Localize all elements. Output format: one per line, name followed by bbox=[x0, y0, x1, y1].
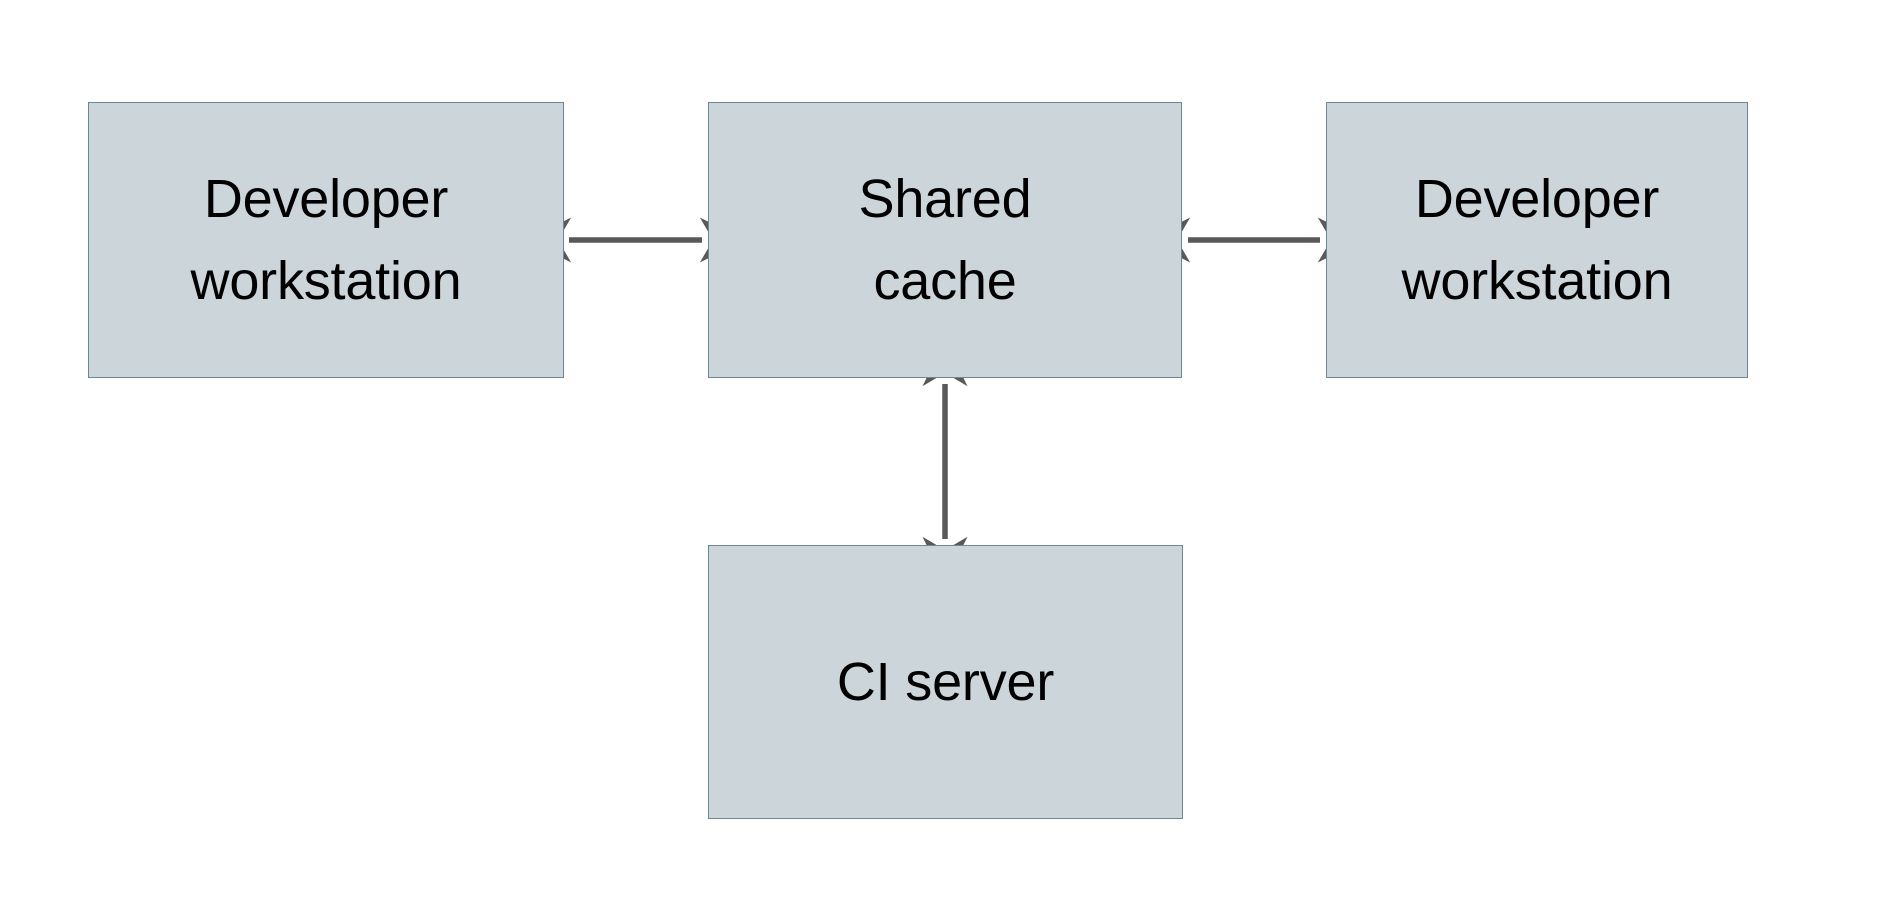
node-label: Developer workstation bbox=[1401, 168, 1673, 311]
node-label: CI server bbox=[836, 651, 1055, 712]
node-developer-workstation-left[interactable]: Developer workstation bbox=[88, 102, 564, 378]
node-shared-cache[interactable]: Shared cache bbox=[708, 102, 1182, 378]
node-label: Developer workstation bbox=[190, 168, 462, 311]
node-label: Shared cache bbox=[858, 168, 1032, 311]
node-developer-workstation-right[interactable]: Developer workstation bbox=[1326, 102, 1748, 378]
node-ci-server[interactable]: CI server bbox=[708, 545, 1183, 819]
